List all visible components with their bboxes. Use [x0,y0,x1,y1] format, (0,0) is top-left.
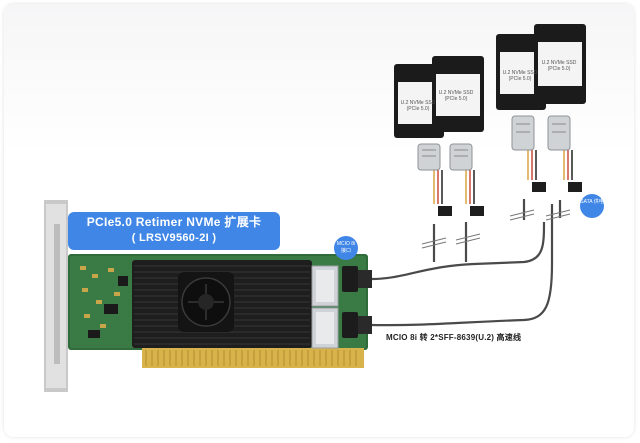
product-diagram-frame: U.2 NVMe SSD (PCIe 5.0) U.2 NVMe SSD (PC… [4,4,634,437]
ssd-label-3: U.2 NVMe SSD (PCIe 5.0) [498,70,542,82]
ssd-4-line1: U.2 NVMe SSD [541,60,577,66]
mcio-connectors [311,265,339,349]
ssd-1-line2: (PCIe 5.0) [406,106,430,112]
ssd-2-line1: U.2 NVMe SSD [438,90,474,96]
sata-power-wires [433,150,582,216]
ssd-label-4: U.2 NVMe SSD (PCIe 5.0) [537,60,581,72]
ssd-3-line1: U.2 NVMe SSD [502,70,538,76]
ssd-drives [394,24,586,138]
u2-connectors [417,115,571,171]
cable-caption: MCIO 8i 转 2*SFF-8639(U.2) 高速线 [386,333,522,342]
product-model: ( LRSV9560-2I ) [131,232,217,244]
mcio-port-tag: MCIO 8i 接口 [334,236,358,260]
pcie-bracket [44,200,68,392]
product-illustration [44,24,586,392]
ssd-1-line1: U.2 NVMe SSD [400,100,436,106]
product-title: PCIe5.0 Retimer NVMe 扩展卡 [86,215,262,229]
mcio-cable-plugs [342,266,372,338]
ssd-label-2: U.2 NVMe SSD (PCIe 5.0) [434,90,478,102]
cables [371,199,562,327]
heatsink [132,260,312,348]
sata-power-tag: SATA 供电 [580,194,604,218]
ssd-3-line2: (PCIe 5.0) [508,76,532,82]
ssd-label-1: U.2 NVMe SSD (PCIe 5.0) [396,100,440,112]
ssd-4-line2: (PCIe 5.0) [547,66,571,72]
ssd-2-line2: (PCIe 5.0) [444,96,468,102]
cable-break-marks [421,209,571,249]
product-title-banner: PCIe5.0 Retimer NVMe 扩展卡 ( LRSV9560-2I ) [68,212,280,250]
